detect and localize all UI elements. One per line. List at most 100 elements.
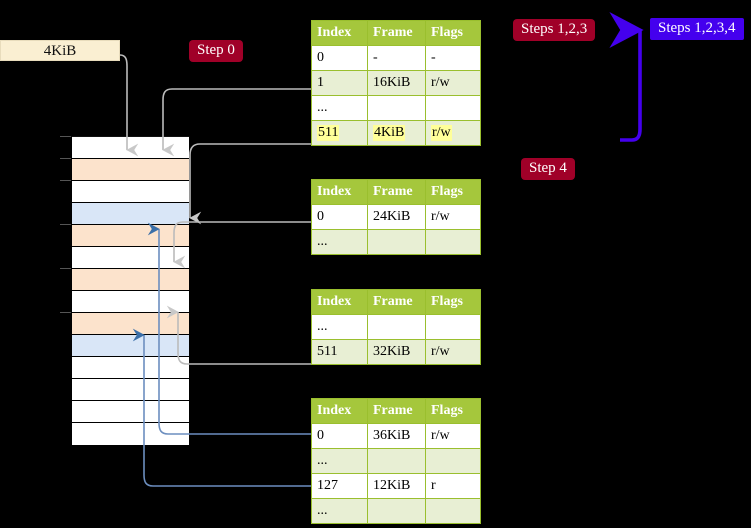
table-row[interactable]: ... bbox=[311, 498, 481, 524]
table-cell: ... bbox=[311, 95, 368, 121]
steps-123-label: Steps 1,2,3 bbox=[513, 19, 596, 41]
loop-back-arrow bbox=[609, 11, 644, 142]
table-cell: ... bbox=[311, 229, 368, 255]
table-row[interactable]: ... bbox=[311, 314, 481, 340]
column-header-index: Index bbox=[311, 398, 368, 424]
table-row[interactable]: ... bbox=[311, 448, 481, 474]
table-cell bbox=[425, 95, 481, 121]
table-cell: 4KiB bbox=[367, 120, 426, 146]
memory-frame-row bbox=[72, 137, 189, 159]
table-cell: 24KiB bbox=[367, 204, 426, 230]
table-cell: 12KiB bbox=[367, 473, 426, 499]
table-cell: 511 bbox=[311, 339, 368, 365]
memory-tick bbox=[60, 158, 72, 159]
table-cell: 0 bbox=[311, 423, 368, 449]
memory-frame-row bbox=[72, 203, 189, 225]
table-row[interactable]: 511 4KiB r/w bbox=[311, 120, 481, 146]
table-cell: r/w bbox=[425, 70, 481, 96]
table-cell bbox=[425, 448, 481, 474]
table-cell: 16KiB bbox=[367, 70, 426, 96]
memory-frame-row bbox=[72, 379, 189, 401]
table-cell: ... bbox=[311, 448, 368, 474]
memory-frame-row bbox=[72, 423, 189, 445]
frame-size-label: 4KiB bbox=[0, 40, 120, 61]
memory-frame-row bbox=[72, 335, 189, 357]
table-cell: r/w bbox=[425, 120, 481, 146]
memory-frame-row bbox=[72, 291, 189, 313]
column-header-flags: Flags bbox=[425, 398, 481, 424]
table-cell bbox=[367, 314, 426, 340]
step-0-label: Step 0 bbox=[189, 40, 243, 62]
memory-tick bbox=[60, 224, 72, 225]
table-cell bbox=[367, 498, 426, 524]
table-cell bbox=[425, 498, 481, 524]
table-cell bbox=[425, 314, 481, 340]
memory-tick bbox=[60, 312, 72, 313]
step-4-label: Step 4 bbox=[521, 158, 575, 180]
memory-frame-row bbox=[72, 401, 189, 423]
column-header-index: Index bbox=[311, 179, 368, 205]
memory-frame-row bbox=[72, 225, 189, 247]
steps-1234-label: Steps 1,2,3,4 bbox=[650, 18, 744, 40]
highlighted-value: 4KiB bbox=[373, 125, 406, 141]
memory-frame-row bbox=[72, 247, 189, 269]
table-cell: - bbox=[425, 45, 481, 71]
table-cell: 0 bbox=[311, 45, 368, 71]
table-cell: r/w bbox=[425, 204, 481, 230]
column-header-frame: Frame bbox=[367, 289, 426, 315]
table-row[interactable]: ... bbox=[311, 229, 481, 255]
table-cell: 32KiB bbox=[367, 339, 426, 365]
table-cell bbox=[367, 448, 426, 474]
table-cell: ... bbox=[311, 498, 368, 524]
column-header-frame: Frame bbox=[367, 398, 426, 424]
wire-t0row511-to-memory bbox=[189, 143, 311, 225]
table-row[interactable]: 0-- bbox=[311, 45, 481, 71]
table-cell bbox=[425, 229, 481, 255]
column-header-flags: Flags bbox=[425, 20, 481, 46]
column-header-index: Index bbox=[311, 289, 368, 315]
table-cell: 511 bbox=[311, 120, 368, 146]
wire-t2row511-to-memory bbox=[166, 305, 311, 365]
highlighted-value: r/w bbox=[431, 125, 452, 141]
memory-frame-row bbox=[72, 181, 189, 203]
table-cell: r bbox=[425, 473, 481, 499]
table-cell: 1 bbox=[311, 70, 368, 96]
table-cell: r/w bbox=[425, 423, 481, 449]
column-header-frame: Frame bbox=[367, 20, 426, 46]
table-cell: 0 bbox=[311, 204, 368, 230]
table-cell bbox=[367, 95, 426, 121]
table-cell bbox=[367, 229, 426, 255]
table-cell: ... bbox=[311, 314, 368, 340]
column-header-flags: Flags bbox=[425, 289, 481, 315]
memory-tick bbox=[60, 268, 72, 269]
memory-frame-row bbox=[72, 269, 189, 291]
memory-frame-row bbox=[72, 159, 189, 181]
table-cell: r/w bbox=[425, 339, 481, 365]
wire-t1row0-to-memory bbox=[173, 221, 311, 269]
column-header-flags: Flags bbox=[425, 179, 481, 205]
column-header-frame: Frame bbox=[367, 179, 426, 205]
table-cell: - bbox=[367, 45, 426, 71]
memory-frame-row bbox=[72, 357, 189, 379]
memory-tick bbox=[60, 136, 72, 137]
table-cell: 36KiB bbox=[367, 423, 426, 449]
column-header-index: Index bbox=[311, 20, 368, 46]
table-row[interactable]: ... bbox=[311, 95, 481, 121]
physical-memory-column bbox=[71, 136, 190, 446]
memory-frame-row bbox=[72, 313, 189, 335]
memory-tick bbox=[60, 180, 72, 181]
